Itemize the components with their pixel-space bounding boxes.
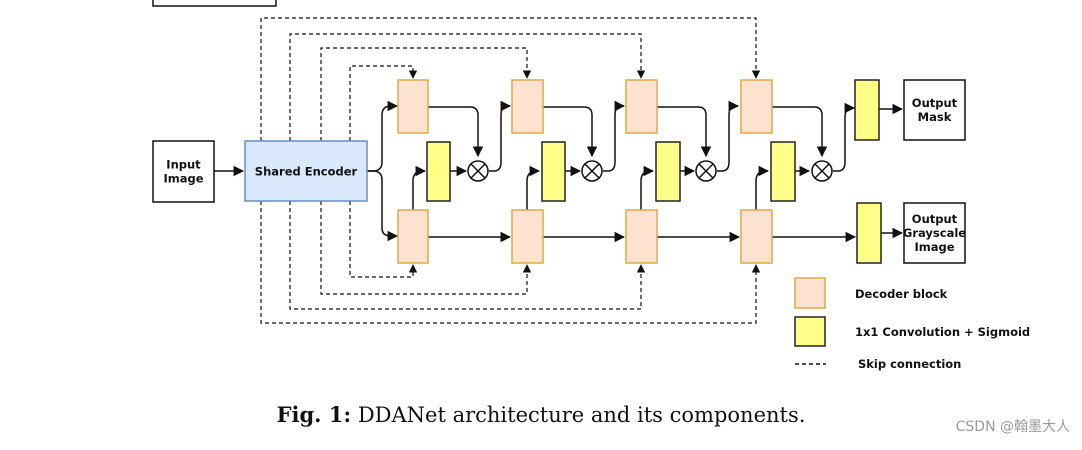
caption-label: Fig. 1: (276, 402, 352, 427)
edge-mul4-convout (833, 102, 856, 172)
cropped-top-box (152, 0, 277, 7)
skip-bottom-1 (349, 201, 418, 278)
input-image-label-line-2: Image (163, 172, 203, 186)
decoder-block-bottom-2 (511, 209, 544, 264)
edge-bot4-conv4 (755, 165, 770, 210)
edge-bot2-conv2 (526, 165, 541, 210)
multiply-node-2 (581, 160, 603, 182)
conv-block-out-mask (854, 79, 880, 141)
edge-mul2-top3 (603, 100, 626, 172)
multiply-node-4 (811, 160, 833, 182)
edge-bot1-conv1 (412, 165, 427, 210)
edge-mul1-top2 (489, 100, 512, 172)
output-gray-label-line-1: Output (912, 212, 958, 226)
skip-top-1 (349, 65, 418, 141)
edge-top1-mul1 (428, 106, 484, 158)
edge-bot3-conv3 (640, 165, 655, 210)
shared-encoder-label: Shared Encoder (255, 165, 358, 179)
legend-decoder-label: Decoder block (855, 287, 948, 301)
shared-encoder-box (244, 140, 368, 202)
decoder-block-top-3 (625, 79, 658, 134)
output-mask-label-line-1: Output (912, 96, 958, 110)
output-gray-label-line-2: Grayscale (903, 226, 966, 240)
edge-top3-mul3 (657, 106, 712, 158)
conv-block-mid-3 (655, 141, 681, 202)
input-image-box (152, 140, 215, 203)
decoder-block-bottom-1 (397, 209, 429, 264)
edge-top4-mul4 (772, 106, 828, 158)
figure-caption: Fig. 1: DDANet architecture and its comp… (0, 402, 1082, 427)
decoder-block-top-1 (397, 79, 429, 134)
conv-block-out-gray (856, 202, 882, 264)
conv-block-mid-2 (541, 141, 566, 202)
edge-encoder-top (367, 100, 399, 172)
edge-top2-mul2 (543, 106, 598, 158)
decoder-block-top-4 (740, 79, 773, 134)
conv-block-mid-4 (770, 141, 796, 202)
skip-bottom-2 (320, 201, 532, 295)
legend-skip-label: Skip connection (858, 357, 961, 371)
connections (214, 100, 904, 243)
legend-decoder-swatch (794, 277, 826, 309)
decoder-block-bottom-4 (740, 209, 773, 264)
skip-bottom-3 (289, 201, 646, 310)
output-mask-label-line-2: Mask (918, 110, 952, 124)
skip-top-4 (260, 17, 761, 141)
output-gray-box (903, 202, 966, 264)
skip-connections (260, 17, 761, 324)
skip-top-2 (320, 47, 532, 141)
legend-conv-label: 1x1 Convolution + Sigmoid (855, 325, 1030, 339)
watermark: CSDN @翰墨大人 (955, 419, 1070, 435)
multiply-node-1 (467, 160, 489, 182)
decoder-block-top-2 (511, 79, 544, 134)
skip-top-3 (289, 33, 646, 141)
legend: Decoder block 1x1 Convolution + Sigmoid … (794, 277, 1030, 371)
multiply-node-3 (695, 160, 717, 182)
legend-conv-swatch (794, 316, 826, 347)
conv-block-mid-1 (426, 141, 451, 202)
decoder-block-bottom-3 (625, 209, 658, 264)
edge-mul3-top4 (717, 100, 740, 172)
edge-encoder-bottom (367, 170, 399, 242)
input-image-label-line-1: Input (166, 158, 201, 172)
caption-text: DDANet architecture and its components. (351, 403, 806, 427)
skip-bottom-4 (260, 201, 761, 324)
output-gray-label-line-3: Image (914, 240, 954, 254)
output-mask-box (903, 79, 966, 141)
